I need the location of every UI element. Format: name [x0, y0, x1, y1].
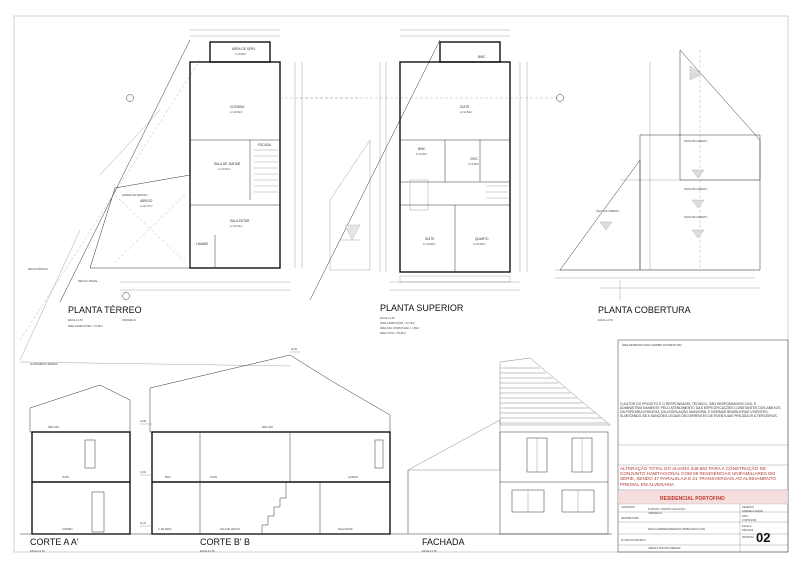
corte-aa: SEM USO SUITE COZINHA CORTE A A' ESCALA …: [20, 384, 140, 553]
corte-aa-title: CORTE A A': [30, 537, 79, 547]
titleblock-field-label: CONTEÚDO: [621, 506, 635, 509]
planta-terreo: ÁREA DE SERV. A.=4,68m² COZINHA A.=10,36…: [19, 29, 360, 367]
terreo-stairs: [254, 149, 278, 193]
terreo-room-area: A.=10,15m²: [218, 168, 231, 171]
planta-superior: BWC A.=3,33m² SUITE A.=14,54m² BWC A.=3,…: [300, 29, 564, 335]
titleblock-unit: UNIDADE 01: [648, 512, 663, 515]
superior-room-area: A.=14,54m²: [460, 111, 473, 114]
terreo-room-area: A.=4,68m²: [235, 53, 246, 56]
superior-room-name: SUITE: [425, 237, 434, 241]
superior-area: ÁREA NÃO COMPUTÁVEL = 1,85m²: [380, 327, 420, 330]
superior-room-name: SUITE: [460, 105, 469, 109]
corte-bb-title: CORTE B' B: [200, 537, 250, 547]
corte-bb: 20,30 16,80 13,00 11,20 SEM USO BWC SUIT…: [140, 348, 400, 553]
planta-cobertura: TELHA DE CIMENTO TELHA DE CIMENTO TELHA …: [555, 49, 761, 322]
cobertura-label: TELHA DE CIMENTO: [684, 188, 707, 191]
corte-bb-room: SEM USO: [262, 426, 273, 429]
superior-room-name: BWC: [418, 147, 426, 151]
terreo-room-name: SALA DE JANTAR: [214, 162, 241, 166]
corte-bb-level: 20,30: [291, 348, 298, 351]
terreo-room-name: ABRIGO: [140, 199, 153, 203]
titleblock-content: PLANTAS / CORTES / ELEVAÇÃO: [648, 508, 685, 511]
corte-bb-level: 13,00: [140, 471, 147, 474]
superior-room-area: A.=2,58m²: [468, 163, 479, 166]
project-name-band: [617, 489, 789, 505]
terreo-title: PLANTA TÉRREO: [68, 305, 142, 315]
superior-area: ÁREA TOTAL = 65,39m²: [380, 332, 406, 335]
terreo-room-area: A.=21,77m²: [140, 205, 153, 208]
fachada-roof: [499, 357, 611, 426]
terreo-lot-label: RECUO LATERAL: [78, 280, 98, 283]
titleblock-description: ALTERAÇÃO TOTAL DO ALVARÁ 349.582 PARA A…: [620, 466, 776, 487]
corte-bb-scale: ESCALA 1:50: [200, 550, 215, 553]
titleblock-field-label: ESCALA: [742, 525, 752, 528]
superior-room-area: A.=10,68m²: [423, 243, 436, 246]
corte-bb-room: BWC: [165, 476, 171, 479]
superior-title: PLANTA SUPERIOR: [380, 303, 464, 313]
terreo-room-name: ESCADA: [258, 143, 272, 147]
corte-aa-scale: ESCALA 1:50: [30, 550, 45, 553]
titleblock-field-label: DESENHO: [742, 506, 754, 509]
terreo-area: ÁREA COMPUTÁVEL = 70,46m²: [68, 325, 103, 328]
titleblock-owner: ESTILO EMPREENDIMENTOS IMOBILIÁRIOS LTDA: [648, 528, 705, 531]
terreo-room-name: SALA ESTAR: [230, 219, 250, 223]
sheet-border: [13, 15, 789, 553]
fachada: FACHADA ESCALA 1:50: [400, 357, 612, 553]
terreo-room-area: A.=16,70m²: [230, 225, 243, 228]
terreo-lot-label: ACESSO DE SERVIÇO: [122, 194, 147, 197]
sheet-number: 02: [756, 530, 770, 545]
corte-bb-room: SALA ESTAR: [338, 528, 353, 531]
cobertura-scale: ESCALA 1:50: [598, 319, 613, 322]
titleblock-field-label: DATA: [742, 515, 748, 518]
titleblock-drawn-by: GABRIELA CEZAR: [742, 510, 763, 513]
superior-room-name: QUARTO: [475, 237, 489, 241]
fachada-scale: ESCALA 1:50: [422, 550, 437, 553]
terreo-room-name: COZINHA: [230, 105, 245, 109]
corte-bb-room: A. DE SERV.: [158, 528, 172, 531]
titleblock-field-label: PRANCHA: [742, 536, 754, 539]
superior-room-name: CIRC.: [470, 157, 479, 161]
terreo-room-name: ÁREA DE SERV.: [232, 47, 256, 51]
superior-room-area: A.=3,50m²: [416, 153, 427, 156]
fachada-title: FACHADA: [422, 537, 465, 547]
title-block: ÁREA RESERVADA PARA CARIMBO DA PREFEITUR…: [617, 339, 789, 553]
superior-room-area: A.=10,93m²: [473, 243, 486, 246]
corte-aa-room: COZINHA: [62, 528, 73, 531]
corte-bb-room: QUARTO: [348, 476, 358, 479]
titleblock-field-label: AUTOR DO PROJETO: [621, 539, 646, 542]
superior-room-name: BWC: [478, 55, 486, 59]
corte-bb-level: 16,80: [140, 420, 147, 423]
titleblock-scale: INDICADA: [742, 529, 754, 532]
titleblock-description-wrap: ALTERAÇÃO TOTAL DO ALVARÁ 349.582 PARA A…: [620, 466, 776, 487]
titleblock-date: JUNHO/2016: [742, 519, 757, 522]
corte-bb-room: SUITE: [210, 476, 217, 479]
cobertura-title: PLANTA COBERTURA: [598, 305, 691, 315]
corte-bb-level: 11,20: [140, 522, 146, 525]
titleblock-header-note: ÁREA RESERVADA PARA CARIMBO DA PREFEITUR…: [622, 344, 682, 347]
titleblock-notice-wrap: O AUTOR DO PROJETO E O RESPONSÁVEL TÉCNI…: [620, 402, 781, 419]
titleblock-field-label: PROPRIETÁRIO: [621, 517, 639, 520]
cobertura-label: TELHA DE CIMENTO: [684, 216, 707, 219]
terreo-room-name: LAVABO: [196, 242, 209, 246]
cobertura-label: TELHA DE CIMENTO: [596, 210, 619, 213]
superior-room-area: A.=3,33m²: [476, 61, 487, 64]
project-name: RESIDENCIAL PORTOFINO: [660, 496, 725, 502]
titleblock-author: UBIRATÃ ANTONIO DREGER: [648, 547, 681, 550]
terreo-room-area: A.=10,36m²: [230, 111, 243, 114]
corte-bb-room: SALA DE JANTAR: [220, 528, 240, 531]
terreo-scale: ESCALA 1:50: [68, 319, 83, 322]
titleblock-notice: O AUTOR DO PROJETO E O RESPONSÁVEL TÉCNI…: [620, 402, 781, 419]
corte-aa-room: SUITE: [62, 476, 69, 479]
terreo-lot-label: ALINHAMENTO PREDIAL: [30, 363, 59, 366]
superior-scale: ESCALA 1:50: [380, 317, 395, 320]
superior-area: ÁREA COMPUTÁVEL = 62,70m²: [380, 322, 415, 325]
corte-aa-room: SEM USO: [48, 426, 59, 429]
cobertura-label: TELHA DE CIMENTO: [684, 140, 707, 143]
terreo-unit: UNIDADE 01: [122, 319, 137, 322]
terreo-lot-label: RECUO FRONTAL: [28, 268, 49, 271]
